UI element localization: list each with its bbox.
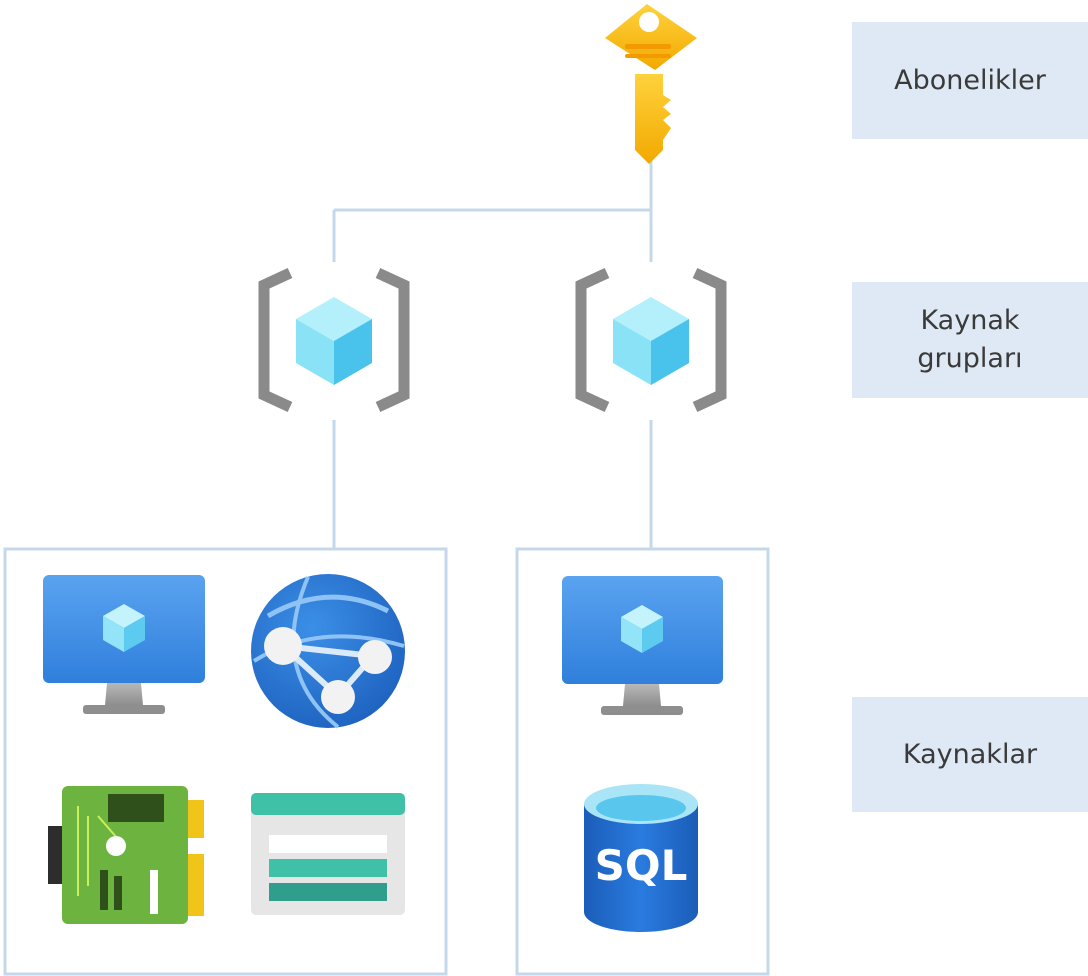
virtual-machine-icon — [562, 576, 723, 715]
sql-label: SQL — [595, 841, 688, 890]
label-resource-groups: Kaynak grupları — [852, 282, 1088, 398]
bracket-right-icon — [375, 268, 410, 412]
key-icon — [605, 4, 697, 164]
cube-icon — [613, 297, 689, 385]
sql-database-icon: SQL — [584, 784, 698, 932]
label-resources-text: Kaynaklar — [902, 738, 1038, 770]
bracket-right-icon — [692, 268, 727, 412]
label-subscriptions: Abonelikler — [852, 22, 1088, 139]
virtual-machine-icon — [43, 575, 205, 714]
storage-account-icon — [251, 793, 405, 915]
bracket-left-icon — [575, 268, 610, 412]
label-resources: Kaynaklar — [852, 697, 1088, 812]
label-subscriptions-text: Abonelikler — [894, 64, 1046, 96]
circuit-board-icon — [48, 786, 204, 924]
resources-box-right — [515, 547, 770, 976]
resource-group-icon-right — [575, 268, 727, 412]
resource-group-icon-left — [258, 268, 410, 412]
connector-lines — [332, 160, 653, 548]
label-resource-groups-line1: Kaynak — [920, 305, 1020, 336]
resources-box-left — [3, 547, 448, 976]
web-app-globe-icon — [251, 574, 405, 729]
label-resource-groups-line2: grupları — [917, 343, 1023, 374]
bracket-left-icon — [258, 268, 293, 412]
cube-icon — [296, 297, 372, 385]
